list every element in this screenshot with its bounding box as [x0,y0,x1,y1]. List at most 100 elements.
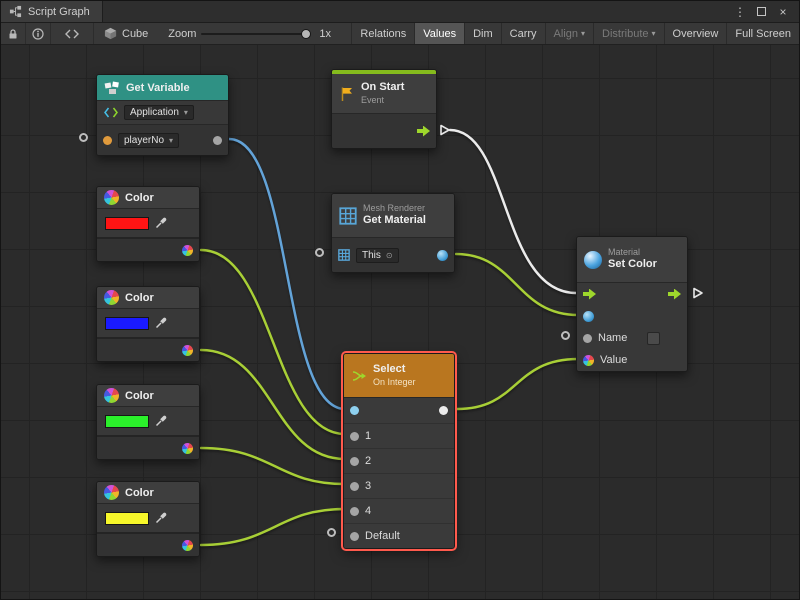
zoom-slider[interactable] [201,28,312,39]
flow-continue-indicator[interactable] [439,124,451,136]
wire-color2-to-select[interactable] [199,348,347,461]
eyedropper-icon[interactable] [155,217,167,229]
node-color-green[interactable]: Color [96,384,200,460]
node-select-on-integer[interactable]: Select On Integer 1 2 3 4 Default [343,353,455,549]
target-icon: ⊙ [385,250,393,260]
lock-icon[interactable] [1,23,26,44]
values-button[interactable]: Values [414,23,465,44]
tab-script-graph[interactable]: Script Graph [1,1,103,22]
maximize-icon[interactable] [757,7,766,16]
eyedropper-icon[interactable] [155,317,167,329]
param-label: Name [598,332,628,344]
node-get-variable[interactable]: Get Variable Application▾ playerNo▾ [96,74,229,156]
target-dropdown[interactable]: This⊙ [356,247,399,263]
color-out-port[interactable] [182,344,193,356]
node-color-yellow[interactable]: Color [96,481,200,557]
selector-in-port[interactable] [350,406,359,415]
unconnected-port-indicator[interactable] [561,331,570,340]
color-field-row [97,209,199,237]
color-swatch[interactable] [105,216,149,230]
wire-color1-to-select[interactable] [199,248,347,436]
scope-icon [104,107,118,118]
fullscreen-button[interactable]: Full Screen [726,23,799,44]
flow-continue-indicator[interactable] [692,287,704,299]
value-port[interactable] [583,354,594,366]
flow-in-port[interactable] [583,288,596,300]
color-wheel-icon [104,290,119,305]
material-in-port[interactable] [583,310,594,322]
scope-dropdown[interactable]: Application▾ [124,105,194,120]
variable-value-port[interactable] [213,135,222,145]
name-input-field[interactable] [647,331,661,345]
wire-getmaterial-to-setcolor[interactable] [454,252,580,317]
variable-scope-row: Application▾ [97,101,228,125]
flow-out-port[interactable] [417,125,430,137]
zoom-slider-handle[interactable] [301,28,312,39]
carry-button[interactable]: Carry [500,23,545,44]
color-out-port[interactable] [182,539,193,551]
overview-button[interactable]: Overview [663,23,727,44]
color-wheel-icon [104,485,119,500]
graph-target[interactable]: Cube [94,23,158,44]
wire-playerno-to-select[interactable] [227,137,347,411]
material-out-port[interactable] [437,249,448,261]
eyedropper-icon[interactable] [155,512,167,524]
cube-icon [104,27,117,40]
event-strip [332,70,436,74]
unconnected-port-indicator[interactable] [315,248,324,257]
node-color-red[interactable]: Color [96,186,200,262]
selection-out-port[interactable] [439,406,448,415]
wire-layer [199,128,580,547]
wire-onstart-to-setcolor[interactable] [448,128,578,295]
color-out-port[interactable] [182,244,193,256]
node-color-blue[interactable]: Color [96,286,200,362]
name-port[interactable] [583,333,592,343]
color-field-row [97,504,199,532]
node-get-material[interactable]: Mesh Renderer Get Material This⊙ [331,193,455,273]
wire-select-to-value[interactable] [455,357,580,411]
select-icon [352,370,366,381]
node-title: Color [125,389,154,402]
color-swatch[interactable] [105,414,149,428]
param-label: Value [600,354,628,366]
chevron-down-icon: ▾ [183,108,188,117]
select-header: Select On Integer [344,354,454,398]
option-port[interactable] [350,431,359,441]
color-swatch[interactable] [105,511,149,525]
option-row: Default [344,523,454,548]
dim-button[interactable]: Dim [464,23,501,44]
option-port[interactable] [350,481,359,491]
option-label: 4 [365,505,372,517]
eyedropper-icon[interactable] [155,415,167,427]
code-view-icon[interactable] [51,23,94,44]
chevron-down-icon: ▾ [169,135,174,145]
option-port[interactable] [350,506,359,516]
unconnected-port-indicator[interactable] [79,133,88,142]
node-title: Set Color [608,258,657,271]
option-port[interactable] [350,456,359,466]
graph-canvas[interactable]: Get Variable Application▾ playerNo▾ On S… [1,45,799,599]
selector-port-row [344,398,454,423]
window-controls: ⋮ × [730,1,799,22]
color-swatch[interactable] [105,316,149,330]
variable-name-dropdown[interactable]: playerNo▾ [118,132,180,148]
node-set-color[interactable]: Material Set Color Name Value [576,236,688,372]
flow-out-port[interactable] [668,288,681,300]
wire-color4-to-select[interactable] [199,507,347,547]
toolbar-buttons: Relations Values Dim Carry Align▾ Distri… [351,23,799,44]
color-wheel-icon [104,388,119,403]
default-port[interactable] [350,531,359,541]
unconnected-port-indicator[interactable] [327,528,336,537]
node-on-start[interactable]: On Start Event [331,69,437,149]
color-out-port[interactable] [182,442,193,454]
relations-button[interactable]: Relations [351,23,414,44]
wire-color3-to-select[interactable] [199,446,347,486]
option-row: 4 [344,498,454,523]
node-subtitle: Event [361,94,385,105]
close-icon[interactable]: × [779,4,787,19]
variable-name-port[interactable] [103,135,112,145]
info-icon[interactable] [26,23,51,44]
mesh-renderer-icon [339,206,357,225]
window-menu-icon[interactable]: ⋮ [734,4,746,19]
